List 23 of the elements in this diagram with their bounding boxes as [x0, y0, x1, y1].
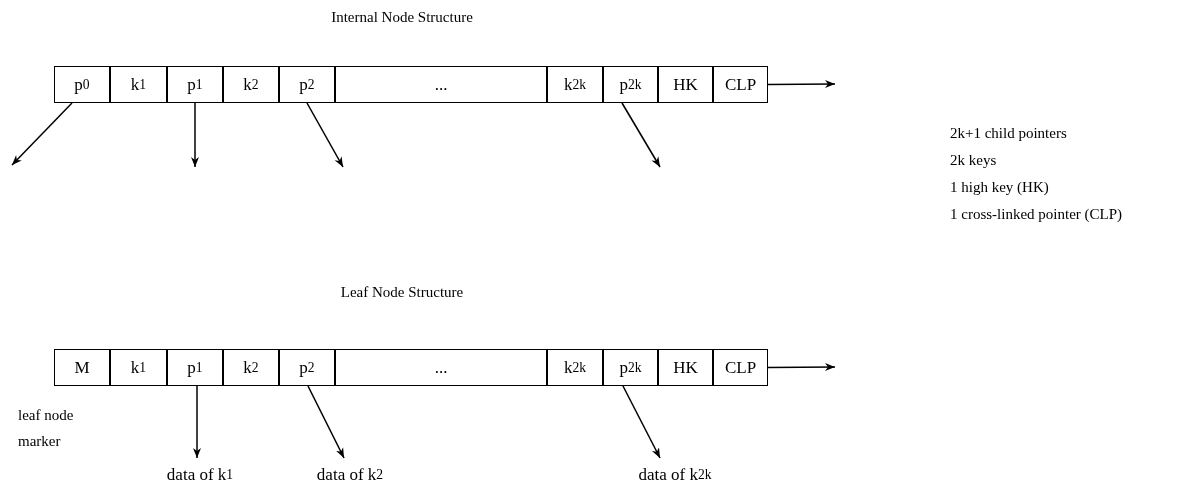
arrow: [193, 385, 201, 459]
arrow: [306, 102, 344, 168]
field-cell: CLP: [713, 66, 768, 103]
field-cell: HK: [658, 349, 713, 386]
arrow: [767, 363, 836, 372]
field-cell: CLP: [713, 349, 768, 386]
arrow: [307, 385, 345, 459]
legend-note: 2k keys: [950, 151, 997, 169]
legend-note: 1 cross-linked pointer (CLP): [950, 205, 1123, 223]
legend-note: 2k+1 child pointers: [950, 124, 1067, 142]
arrow: [767, 80, 836, 89]
arrow: [191, 102, 199, 168]
legend-note: 1 high key (HK): [950, 178, 1049, 196]
diagram-heading: Internal Node Structure: [330, 8, 474, 26]
field-cell: HK: [658, 66, 713, 103]
annotation-text: leaf node marker: [18, 406, 75, 452]
diagram-heading: Leaf Node Structure: [339, 283, 465, 301]
field-cell: ...: [335, 66, 547, 103]
field-cell: ...: [335, 349, 547, 386]
arrow: [622, 385, 661, 459]
field-cell: M: [54, 349, 110, 386]
arrow: [621, 102, 661, 168]
arrow: [11, 102, 73, 166]
